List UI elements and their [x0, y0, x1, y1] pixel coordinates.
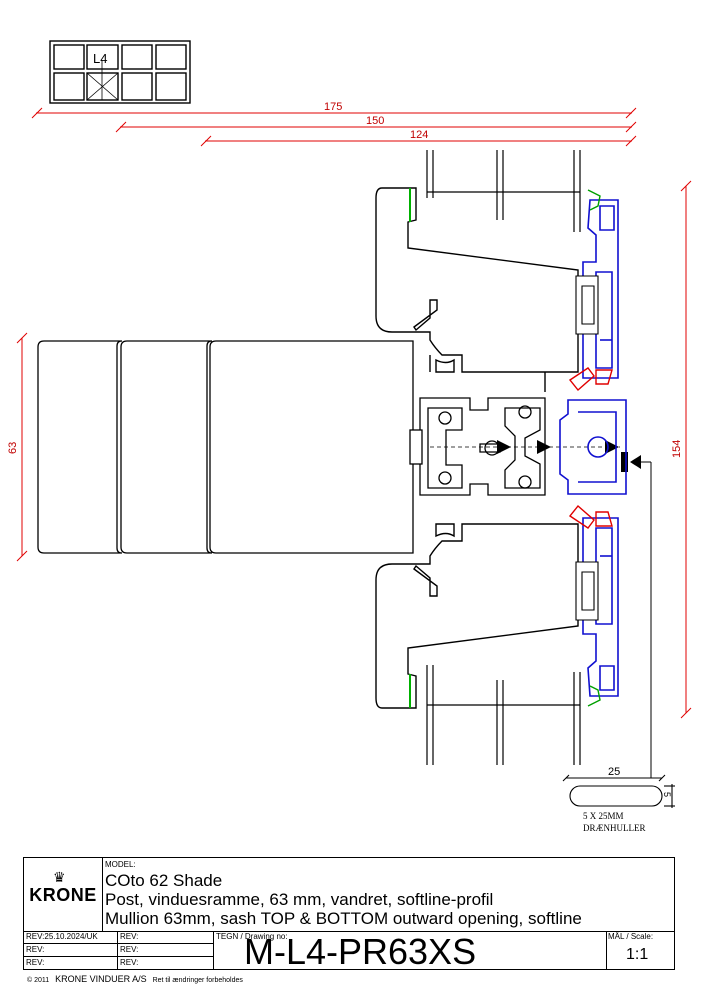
blue-center-profile	[559, 399, 627, 495]
green-gaskets	[587, 189, 601, 707]
rev-row-divider	[24, 931, 674, 932]
title-block: ♛ KRONE MODEL: COto 62 Shade Post, vindu…	[23, 857, 675, 972]
rev-entry-4: REV:	[118, 931, 214, 944]
footer-company: KRONE VINDUER A/S	[55, 974, 147, 984]
footer-rights: Ret til ændringer forbeholdes	[152, 977, 243, 984]
lower-frame-profile	[375, 523, 579, 709]
direction-arrow-2	[537, 440, 551, 454]
logo-area: ♛ KRONE	[24, 858, 103, 931]
drawing-no-cell: TEGN / Drawing no: M-L4-PR63XS	[214, 931, 607, 972]
scale-label: MÅL / Scale:	[608, 932, 654, 941]
scale-cell: MÅL / Scale: 1:1	[606, 931, 674, 969]
dim-sash: 124	[410, 129, 428, 141]
direction-arrow-1	[497, 440, 511, 454]
copyright-year: © 2011	[27, 977, 50, 984]
rev-entry-2: REV:	[24, 944, 118, 957]
mullion-blocks	[37, 340, 414, 554]
drain-slot-detail	[562, 774, 675, 808]
rev-entry-5: REV:	[118, 944, 214, 957]
dim-height: 154	[671, 440, 683, 458]
drain-height-label: 5	[662, 792, 672, 797]
drain-block	[621, 452, 628, 472]
upper-frame-profile	[375, 187, 579, 392]
description-danish: Post, vinduesramme, 63 mm, vandret, soft…	[105, 890, 494, 909]
drawing-no-label: TEGN / Drawing no:	[216, 932, 288, 941]
direction-arrow-3	[605, 440, 619, 454]
rev-entry-6: REV:	[118, 957, 214, 969]
dimension-lines	[16, 107, 692, 719]
red-seals	[568, 367, 613, 529]
dim-overall: 175	[324, 101, 342, 113]
drain-width-label: 25	[608, 766, 620, 778]
drain-note-line1: 5 X 25MM	[583, 811, 624, 821]
blue-sash-bottom	[582, 517, 619, 697]
glazing-bottom	[426, 665, 581, 765]
dim-mullion: 63	[7, 442, 19, 454]
central-transom-profile	[409, 397, 546, 496]
glazing-top	[426, 150, 581, 232]
sash-inserts	[575, 275, 599, 621]
key-plan	[49, 40, 191, 104]
crown-icon: ♛	[53, 869, 66, 885]
drawing-number: M-L4-PR63XS	[244, 931, 477, 972]
model-label: MODEL:	[105, 860, 136, 869]
rev-entry-1: REV:25.10.2024/UK	[24, 931, 118, 944]
drain-note-line2: DRÆNHULLER	[583, 823, 646, 833]
dim-frame: 150	[366, 115, 384, 127]
description-english: Mullion 63mm, sash TOP & BOTTOM outward …	[105, 909, 582, 928]
rev-entry-3: REV:	[24, 957, 118, 969]
blue-sash-top	[582, 199, 619, 379]
drain-pointer-arrow	[630, 455, 641, 469]
company-logo: KRONE	[29, 885, 97, 905]
key-plan-label: L4	[93, 51, 107, 66]
model-name: COto 62 Shade	[105, 871, 223, 890]
scale-value: 1:1	[626, 946, 649, 963]
footer-copyright: © 2011 KRONE VINDUER A/S Ret til ændring…	[27, 974, 243, 984]
